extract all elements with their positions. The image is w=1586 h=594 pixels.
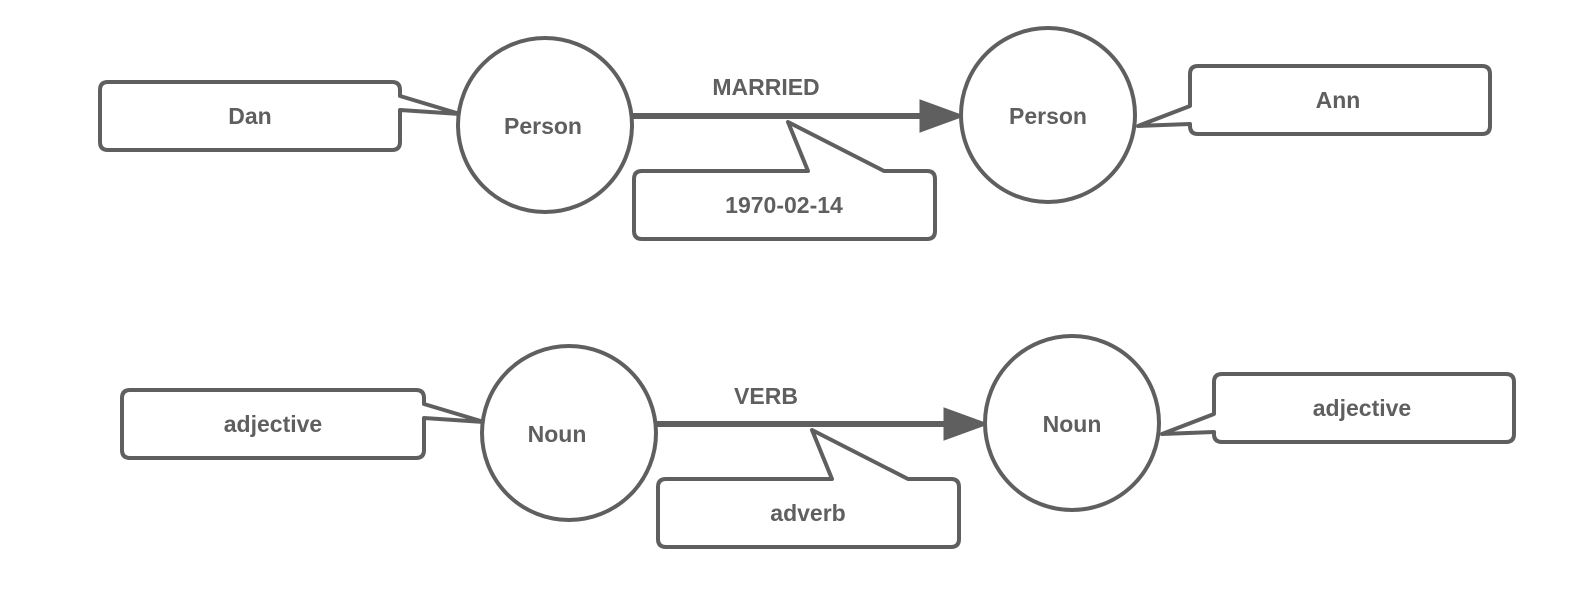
- target-node-circle: [959, 26, 1137, 204]
- edge-callout-shape: [656, 428, 961, 549]
- target-node-label: Noun: [1043, 411, 1102, 437]
- edge-verb: VERB: [656, 383, 990, 441]
- target-callout-shape: [1136, 64, 1492, 136]
- target-node-circle: [983, 334, 1161, 512]
- edge-callout: adverb: [656, 428, 961, 549]
- target-callout-label: adjective: [1313, 395, 1411, 421]
- edge-callout-label: adverb: [770, 500, 845, 526]
- source-callout: adjective: [120, 388, 486, 460]
- edge-label: MARRIED: [712, 74, 819, 100]
- target-callout: adjective: [1160, 372, 1516, 444]
- target-node: Noun: [983, 334, 1161, 512]
- source-node-label: Person: [504, 113, 582, 139]
- arrowhead: [919, 99, 966, 133]
- target-node: Person: [959, 26, 1137, 204]
- diagram-verb: adjective VERB adverb Noun Noun adjectiv…: [120, 334, 1516, 549]
- edge-callout: 1970-02-14: [632, 120, 937, 241]
- target-callout: Ann: [1136, 64, 1492, 136]
- diagram-married: Dan MARRIED 1970-02-14 Person Person Ann: [98, 26, 1492, 241]
- edge-label: VERB: [734, 383, 798, 409]
- arrowhead: [943, 407, 990, 441]
- source-node-label: Noun: [528, 421, 587, 447]
- target-node-label: Person: [1009, 103, 1087, 129]
- source-node-circle: [480, 344, 658, 522]
- target-callout-label: Ann: [1316, 87, 1361, 113]
- source-node: Noun: [480, 344, 658, 522]
- source-callout-label: adjective: [224, 411, 322, 437]
- edge-married: MARRIED: [632, 74, 966, 133]
- edge-callout-label: 1970-02-14: [725, 192, 843, 218]
- edge-callout-shape: [632, 120, 937, 241]
- target-callout-shape: [1160, 372, 1516, 444]
- source-node-circle: [456, 36, 634, 214]
- source-callout: Dan: [98, 80, 462, 152]
- source-callout-shape: [120, 388, 486, 460]
- source-callout-label: Dan: [228, 103, 271, 129]
- source-node: Person: [456, 36, 634, 214]
- source-callout-shape: [98, 80, 462, 152]
